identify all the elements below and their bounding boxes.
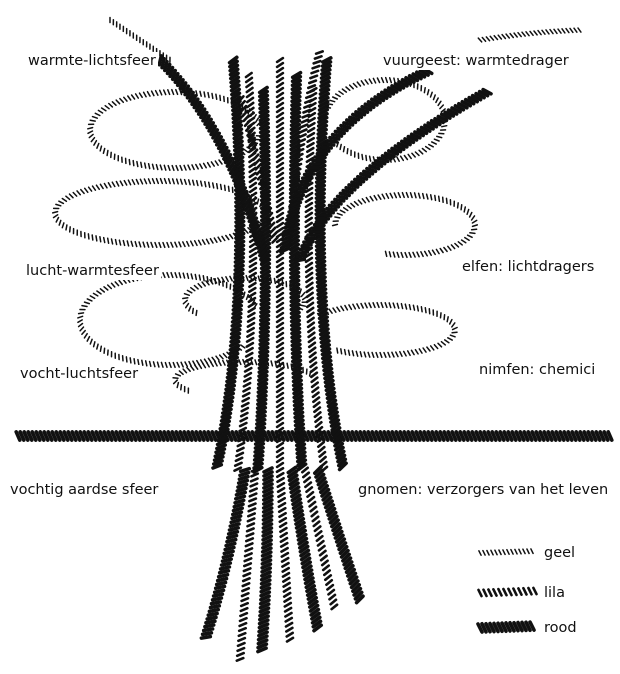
stem-bundle xyxy=(213,57,346,472)
label-nimfen: nimfen: chemici xyxy=(477,361,597,379)
label-gnomen: gnomen: verzorgers van het leven xyxy=(356,481,610,499)
ground-line xyxy=(16,432,612,440)
legend-swatch-rood xyxy=(478,622,534,632)
label-warmte-lichtsfeer: warmte-lichtsfeer xyxy=(26,52,158,70)
label-elfen: elfen: lichtdragers xyxy=(460,258,596,276)
legend-label-lila: lila xyxy=(544,584,565,602)
legend-label-geel: geel xyxy=(544,544,575,562)
legend-swatch-lila xyxy=(479,588,537,596)
roots xyxy=(201,467,363,661)
legend-label-rood: rood xyxy=(544,619,577,637)
label-vocht-luchtsfeer: vocht-luchtsfeer xyxy=(18,365,140,383)
label-vuurgeest: vuurgeest: warmtedrager xyxy=(381,52,571,70)
label-vochtig-aardse-sfeer: vochtig aardse sfeer xyxy=(8,481,160,499)
label-lucht-warmtesfeer: lucht-warmtesfeer xyxy=(24,262,161,280)
legend-swatch-geel xyxy=(479,549,533,555)
